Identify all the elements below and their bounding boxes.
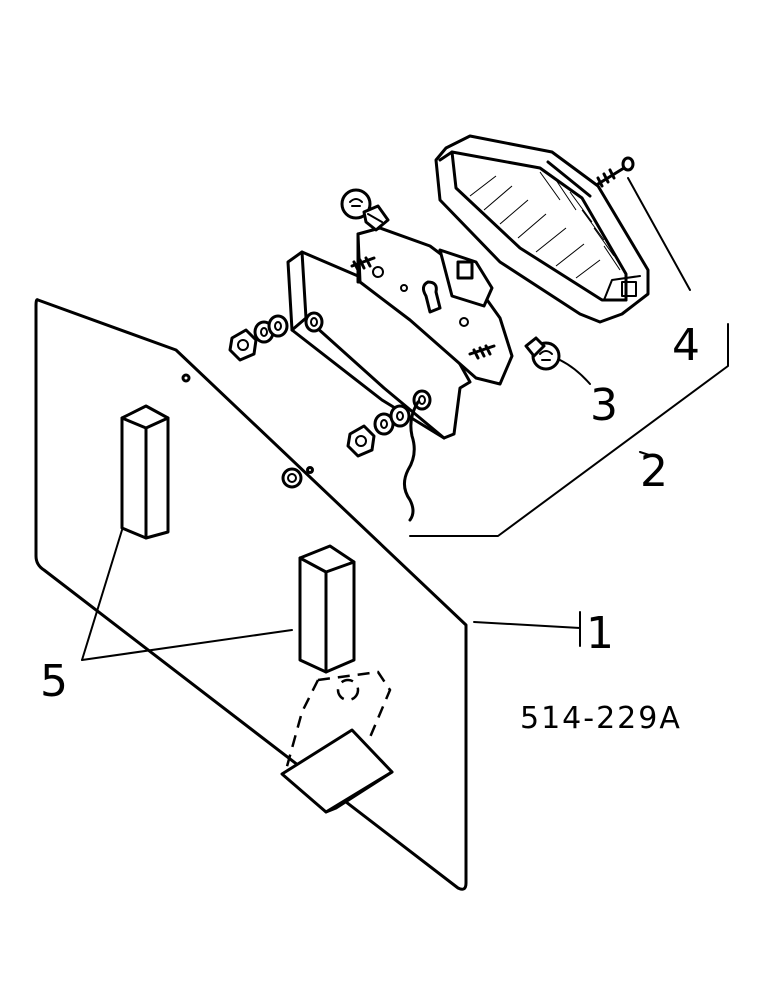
- lens-screw: [596, 156, 635, 188]
- leader-lines: [81, 177, 729, 661]
- spacer-block-upper: [120, 404, 170, 540]
- lead-wire: [403, 400, 420, 522]
- callout-2: 2: [640, 446, 668, 497]
- hidden-bracket-outline: [284, 670, 392, 771]
- bracket-tab: [280, 728, 394, 814]
- callout-5: 5: [40, 656, 68, 707]
- upper-bulb: [340, 188, 390, 232]
- lower-bulb: [524, 336, 561, 371]
- lamp-mounting-plate: [356, 226, 514, 386]
- callout-1: 1: [586, 608, 614, 659]
- callout-4: 4: [672, 320, 700, 371]
- figure-code: 514-229A: [520, 701, 682, 736]
- spacer-block-lower: [298, 544, 356, 674]
- upper-nut-washers: [228, 311, 324, 362]
- callout-3: 3: [590, 380, 618, 431]
- lamp-lens: [434, 134, 650, 324]
- mounting-studs: [350, 256, 496, 360]
- lower-nut-washers: [346, 389, 432, 458]
